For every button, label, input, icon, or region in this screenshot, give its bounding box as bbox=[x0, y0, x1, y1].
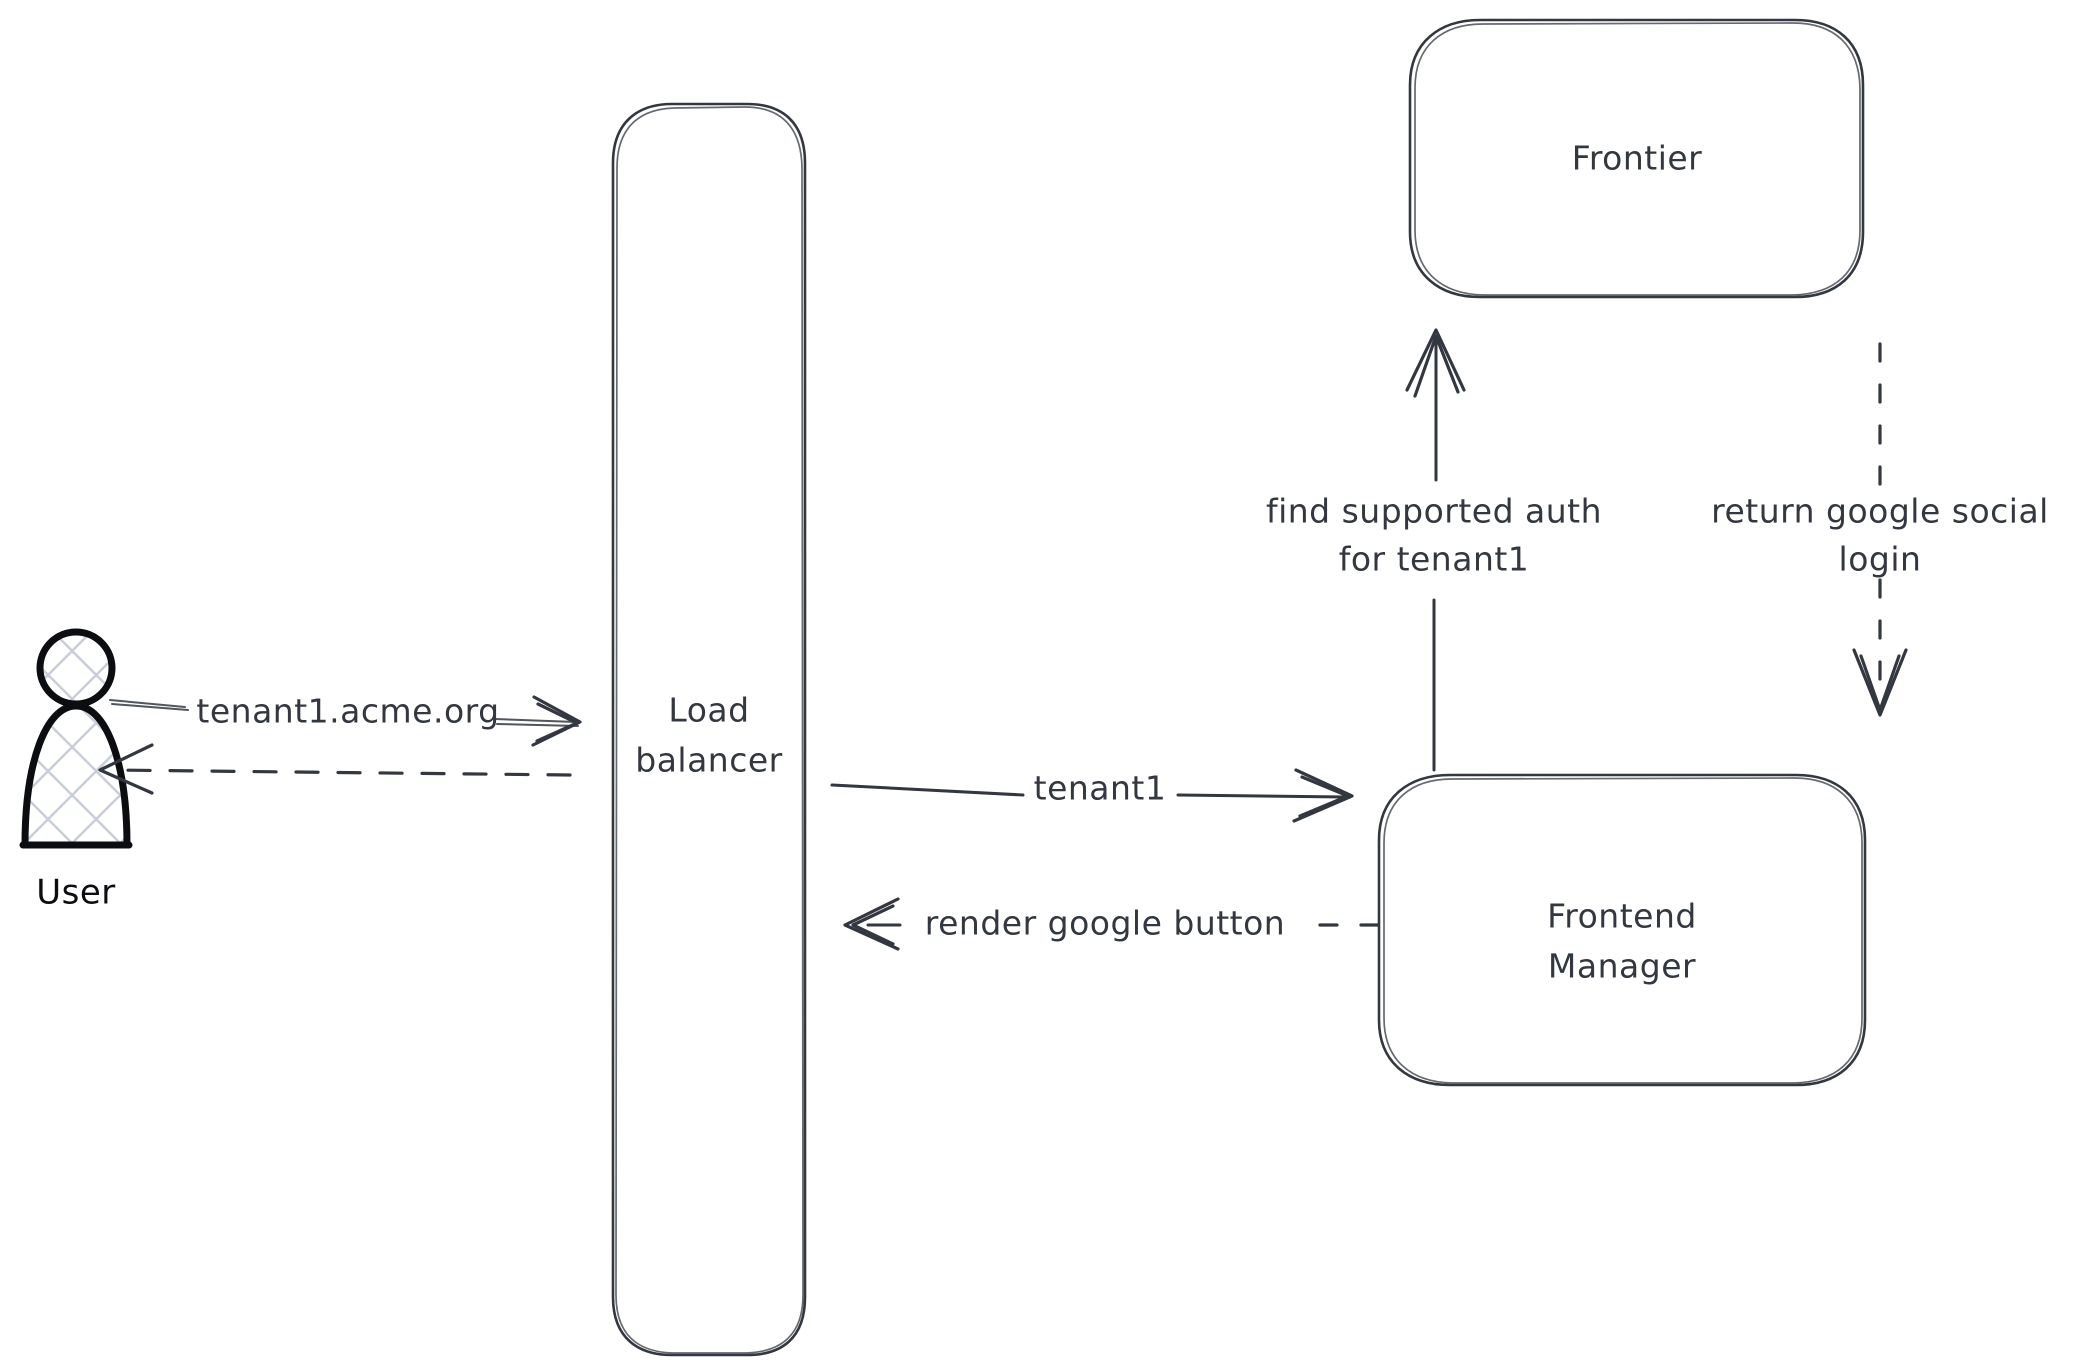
edge-label-return-google-social-line2: login bbox=[1839, 540, 1922, 579]
edge-label-tenant1-acme-org: tenant1.acme.org bbox=[196, 692, 499, 731]
node-user[interactable]: User bbox=[19, 628, 133, 913]
edge-load-balancer-to-user[interactable] bbox=[98, 743, 572, 795]
edge-frontend-manager-to-load-balancer[interactable]: render google button bbox=[843, 897, 1380, 951]
edge-label-find-supported-auth-line1: find supported auth bbox=[1266, 492, 1602, 531]
edge-label-find-supported-auth-line2: for tenant1 bbox=[1339, 540, 1530, 579]
edge-frontend-manager-to-frontier[interactable]: find supported auth for tenant1 bbox=[1266, 328, 1602, 772]
frontier-label: Frontier bbox=[1572, 139, 1703, 178]
node-frontend-manager[interactable]: Frontend Manager bbox=[1377, 773, 1867, 1087]
frontend-manager-label-line1: Frontend bbox=[1547, 897, 1697, 936]
user-icon bbox=[19, 628, 133, 849]
load-balancer-label-line2: balancer bbox=[635, 741, 783, 780]
frontend-manager-label-line2: Manager bbox=[1548, 947, 1696, 986]
node-frontier[interactable]: Frontier bbox=[1408, 18, 1865, 299]
user-label: User bbox=[36, 873, 116, 913]
edge-frontier-to-frontend-manager[interactable]: return google social login bbox=[1711, 342, 2049, 717]
edge-label-tenant1: tenant1 bbox=[1034, 769, 1167, 808]
edge-load-balancer-to-frontend-manager[interactable]: tenant1 bbox=[830, 768, 1354, 823]
edge-user-to-load-balancer[interactable]: tenant1.acme.org bbox=[109, 692, 582, 747]
edge-label-render-google-button: render google button bbox=[925, 904, 1285, 943]
node-load-balancer[interactable]: Load balancer bbox=[611, 102, 807, 1357]
load-balancer-label-line1: Load bbox=[668, 691, 749, 730]
edge-label-return-google-social-line1: return google social bbox=[1711, 492, 2049, 531]
